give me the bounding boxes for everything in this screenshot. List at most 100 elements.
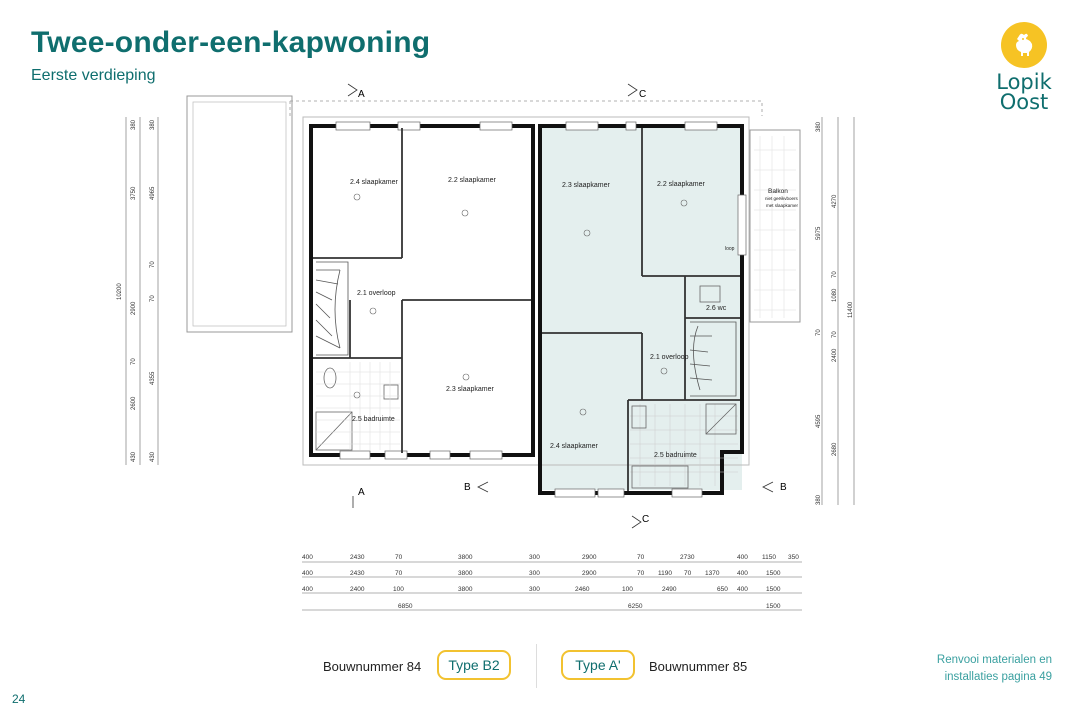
left-bouwnummer: Bouwnummer 84 <box>323 659 422 674</box>
dim-r-5975: 5975 <box>816 226 822 240</box>
rooster-icon <box>1001 22 1047 68</box>
left-stairs <box>315 261 349 356</box>
left-bathroom-fixtures <box>315 367 399 451</box>
dimension-row-totals: 6850 6250 1500 <box>398 603 781 610</box>
svg-text:3800: 3800 <box>458 586 473 593</box>
roof-outline <box>186 95 293 333</box>
balkon-note-2: met slaapkamer <box>766 203 799 208</box>
svg-text:70: 70 <box>684 570 692 577</box>
svg-text:1370: 1370 <box>705 570 720 577</box>
dim-r-70c: 70 <box>832 331 838 338</box>
right-stairs <box>689 321 737 397</box>
room-left-21: 2.1 overloop <box>357 290 396 297</box>
svg-text:400: 400 <box>302 586 313 593</box>
svg-text:2900: 2900 <box>582 570 597 577</box>
svg-text:100: 100 <box>622 586 633 593</box>
shell-outline <box>302 116 750 466</box>
right-bathroom-tiles <box>630 404 738 486</box>
dim-l-70c: 70 <box>150 261 156 268</box>
section-a-top: A <box>358 89 365 100</box>
dim-l-380b: 380 <box>150 119 156 130</box>
svg-text:2490: 2490 <box>662 586 677 593</box>
svg-text:6250: 6250 <box>628 603 643 610</box>
dim-r-70a: 70 <box>832 271 838 278</box>
dim-l-2900: 2900 <box>131 301 137 315</box>
room-right-26: 2.6 wc <box>706 305 727 312</box>
right-floor-tint <box>540 126 742 490</box>
roof-overhang <box>289 100 763 116</box>
room-left-23: 2.3 slaapkamer <box>446 386 495 393</box>
page-title: Twee-onder-een-kapwoning <box>31 26 431 59</box>
roof-inner <box>192 101 287 327</box>
dim-l-4355: 4355 <box>150 371 156 385</box>
section-c-bottom: C <box>642 514 649 525</box>
svg-text:400: 400 <box>737 586 748 593</box>
type-b2-badge: Type B2 <box>437 650 511 680</box>
ref-line-2: installaties pagina 49 <box>944 671 1052 683</box>
section-b-left: B <box>464 482 471 493</box>
logo-line1: Lopik <box>996 70 1052 94</box>
left-dimensions: 380 3750 4965 10200 2900 70 4355 2600 43… <box>117 119 156 462</box>
dim-l-380a: 380 <box>131 119 137 130</box>
svg-text:1150: 1150 <box>762 554 776 561</box>
renvooi-reference: Renvooi materialen en installaties pagin… <box>937 652 1052 686</box>
section-b-right: B <box>780 482 787 493</box>
footer-divider <box>536 644 537 688</box>
balcony-outline <box>749 129 801 323</box>
room-right-23: 2.3 slaapkamer <box>562 182 611 189</box>
svg-text:2400: 2400 <box>350 586 365 593</box>
windows <box>335 121 747 498</box>
right-bathroom-fixtures <box>631 285 737 489</box>
room-left-25: 2.5 badruimte <box>352 416 395 423</box>
right-unit-walls <box>538 124 744 495</box>
dim-l-430a: 430 <box>131 451 137 462</box>
dim-r-4595: 4595 <box>816 414 822 428</box>
room-right-loop: loop <box>725 246 735 252</box>
svg-text:300: 300 <box>529 554 540 561</box>
dim-r-380a: 380 <box>816 121 822 132</box>
svg-text:400: 400 <box>737 570 748 577</box>
svg-text:2430: 2430 <box>350 554 365 561</box>
svg-text:70: 70 <box>637 570 645 577</box>
right-internal-walls <box>542 128 740 491</box>
dim-l-3750: 3750 <box>131 186 137 200</box>
svg-text:2900: 2900 <box>582 554 597 561</box>
svg-text:650: 650 <box>717 586 728 593</box>
type-a-badge: Type A' <box>561 650 635 680</box>
room-labels: 2.4 slaapkamer 2.2 slaapkamer 2.1 overlo… <box>350 177 799 459</box>
dim-l-4965: 4965 <box>150 186 156 200</box>
svg-text:1500: 1500 <box>766 570 781 577</box>
dim-r-4270: 4270 <box>832 194 838 208</box>
room-right-22: 2.2 slaapkamer <box>657 181 706 188</box>
svg-text:3800: 3800 <box>458 570 473 577</box>
room-left-24: 2.4 slaapkamer <box>350 179 399 186</box>
room-left-22: 2.2 slaapkamer <box>448 177 497 184</box>
svg-text:300: 300 <box>529 586 540 593</box>
room-right-balkon: Balkon <box>768 188 788 195</box>
page-number: 24 <box>12 692 26 706</box>
dim-l-70b: 70 <box>150 295 156 302</box>
svg-text:400: 400 <box>302 554 313 561</box>
dim-l-70a: 70 <box>131 358 137 365</box>
room-right-24: 2.4 slaapkamer <box>550 443 599 450</box>
section-a-bottom: A <box>358 487 365 498</box>
left-bathroom-tiles <box>316 362 400 450</box>
svg-text:70: 70 <box>395 570 403 577</box>
bottom-dimension-lines <box>302 561 802 611</box>
dim-r-380b: 380 <box>816 494 822 505</box>
svg-text:3800: 3800 <box>458 554 473 561</box>
dim-l-2600: 2600 <box>131 396 137 410</box>
svg-text:70: 70 <box>637 554 645 561</box>
dim-r-70b: 70 <box>816 329 822 336</box>
svg-text:400: 400 <box>302 570 313 577</box>
ref-line-1: Renvooi materialen en <box>936 654 1052 666</box>
svg-text:2430: 2430 <box>350 570 365 577</box>
svg-text:1190: 1190 <box>658 570 672 577</box>
svg-text:100: 100 <box>393 586 404 593</box>
left-dimension-lines <box>125 117 159 465</box>
right-dimensions: 380 4270 5975 70 1080 70 11400 2400 4595… <box>816 121 854 505</box>
